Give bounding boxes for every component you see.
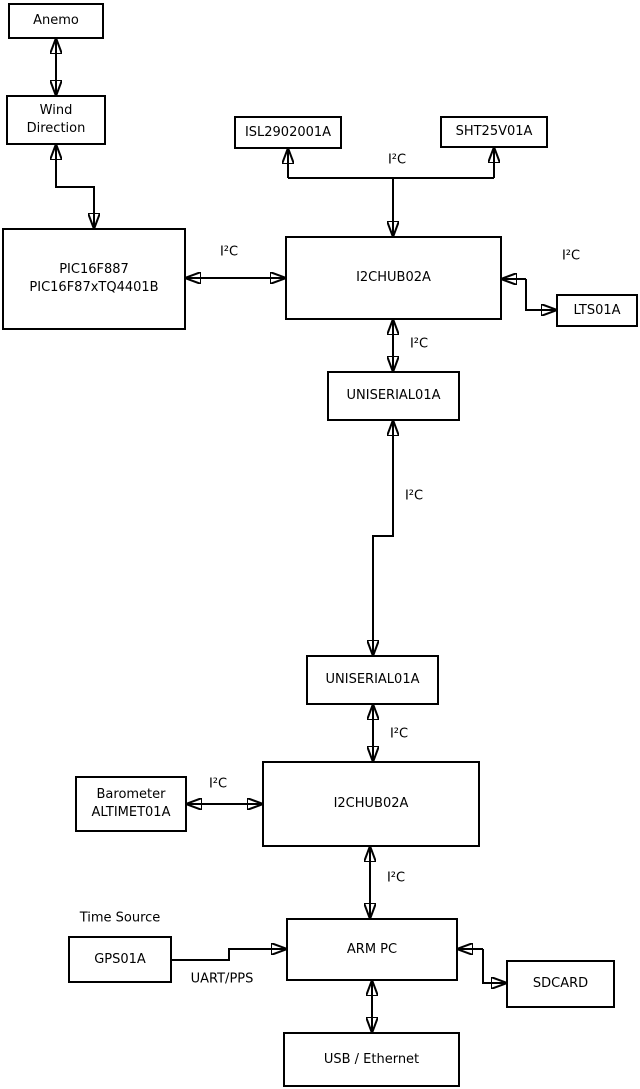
node-uniserial01a-lower-label: UNISERIAL01A — [325, 672, 420, 688]
node-uniserial01a-upper-label: UNISERIAL01A — [346, 388, 441, 404]
edge-label-i2c-hub-upper-uniserial: I²C — [409, 336, 429, 352]
node-arm-pc: ARM PC — [286, 918, 458, 981]
node-sdcard-label: SDCARD — [532, 976, 589, 992]
node-i2chub02a-upper-label: I2CHUB02A — [356, 270, 431, 286]
edge-label-i2c-sensor-bus: I²C — [387, 152, 407, 168]
node-usb-ethernet: USB / Ethernet — [283, 1032, 460, 1087]
edge-label-i2c-lts: I²C — [561, 248, 581, 264]
node-wind-direction-label-line2: Direction — [26, 121, 86, 136]
node-arm-pc-label: ARM PC — [346, 941, 398, 957]
edge-label-i2c-pic-hub-upper: I²C — [219, 244, 239, 260]
node-wind-direction-label-line1: Wind — [39, 103, 73, 119]
node-barometer-altimet01a: Barometer ALTIMET01A — [75, 776, 187, 832]
node-lts01a-label: LTS01A — [573, 302, 621, 318]
edge-label-i2c-uniserial-link: I²C — [404, 488, 424, 504]
node-lts01a: LTS01A — [556, 294, 638, 327]
edge-label-i2c-barometer: I²C — [208, 776, 228, 792]
node-pic-label-line1: PIC16F887 — [59, 262, 129, 278]
node-i2chub02a-lower: I2CHUB02A — [262, 761, 480, 847]
node-gps01a-label: GPS01A — [94, 951, 146, 967]
node-sht25v01a: SHT25V01A — [440, 116, 548, 148]
node-anemo-label: Anemo — [33, 13, 79, 29]
node-uniserial01a-upper: UNISERIAL01A — [327, 371, 460, 421]
node-barometer-label-line1: Barometer — [96, 787, 166, 803]
node-uniserial01a-lower: UNISERIAL01A — [306, 655, 439, 705]
edge-hub-upper-to-lts — [525, 279, 556, 310]
node-i2chub02a-upper: I2CHUB02A — [285, 236, 502, 320]
edge-label-i2c-hub-lower-armpc: I²C — [386, 870, 406, 886]
node-pic-label-line2: PIC16F87xTQ4401B — [29, 280, 159, 295]
node-sht25v01a-label: SHT25V01A — [455, 124, 533, 140]
edge-label-i2c-uniserial-hub-lower: I²C — [389, 726, 409, 742]
edge-uniserial-upper-uniserial-lower — [373, 421, 393, 655]
node-anemo: Anemo — [8, 3, 104, 39]
edge-wind-pic — [56, 145, 94, 228]
node-i2chub02a-lower-label: I2CHUB02A — [333, 796, 409, 812]
node-gps01a: GPS01A — [68, 936, 172, 983]
node-usb-ethernet-label: USB / Ethernet — [323, 1051, 420, 1067]
edge-armpc-to-sdcard — [482, 949, 506, 983]
node-barometer-label-line2: ALTIMET01A — [91, 805, 171, 820]
edge-gps-armpc — [172, 949, 286, 961]
node-pic-microcontroller: PIC16F887 PIC16F87xTQ4401B — [2, 228, 186, 330]
edge-label-uart-pps: UART/PPS — [190, 971, 254, 987]
node-isl2902001a: ISL2902001A — [234, 116, 342, 149]
label-time-source: Time Source — [79, 910, 161, 926]
node-sdcard: SDCARD — [506, 960, 615, 1008]
node-isl2902001a-label: ISL2902001A — [244, 124, 332, 140]
node-wind-direction: Wind Direction — [6, 95, 106, 145]
